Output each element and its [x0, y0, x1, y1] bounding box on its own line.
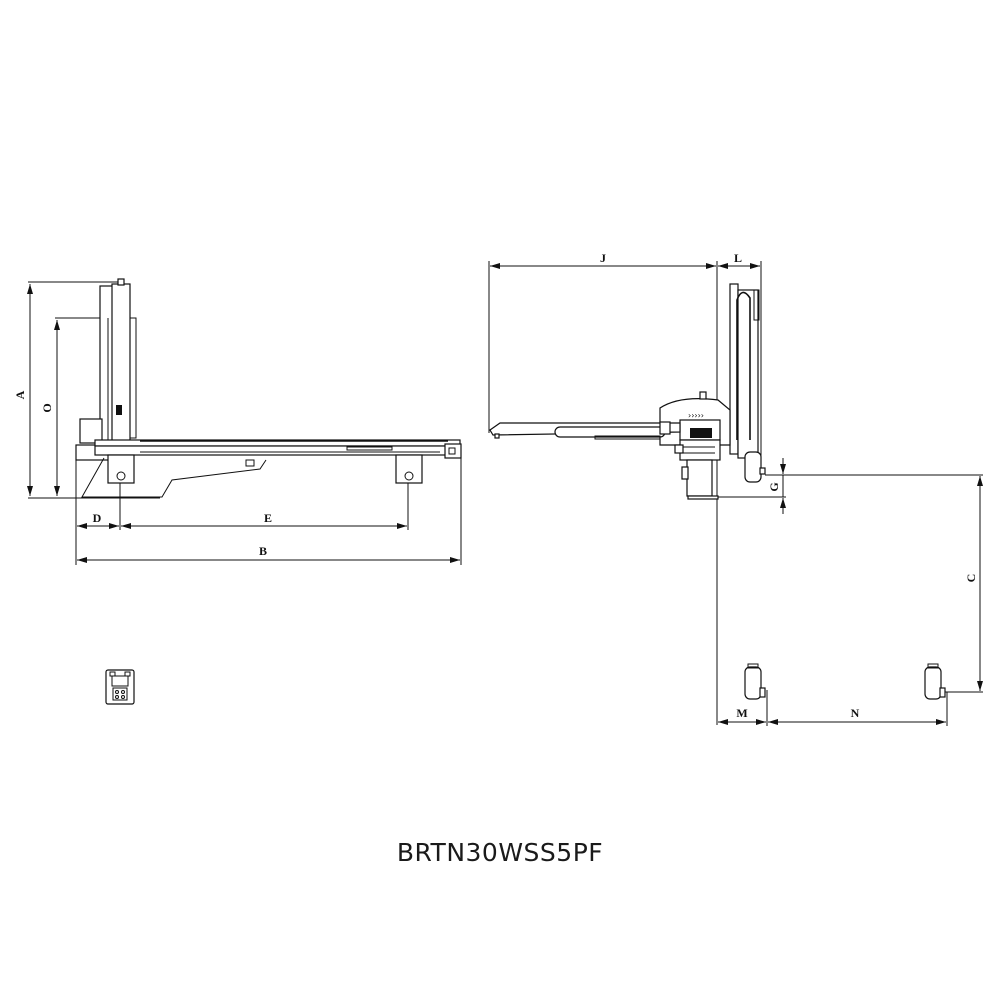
robot-side: ›››››: [489, 283, 766, 500]
model-title: BRTN30WSS5PF: [396, 838, 604, 867]
teach-pendant: [105, 669, 135, 705]
gripper-positions: [744, 663, 946, 700]
front-view: A O D E B: [13, 278, 462, 565]
label-c: C: [964, 574, 978, 583]
label-o: O: [40, 403, 54, 412]
label-m: M: [736, 706, 747, 720]
label-n: N: [851, 706, 860, 720]
label-l: L: [734, 251, 742, 265]
svg-text:›››››: ›››››: [688, 411, 704, 420]
label-g: G: [767, 482, 781, 491]
label-e: E: [264, 511, 272, 525]
label-a: A: [13, 390, 27, 399]
robot-front: [75, 278, 462, 498]
label-j: J: [600, 251, 606, 265]
label-b: B: [259, 544, 267, 558]
label-d: D: [93, 511, 102, 525]
side-view: J L G C M N ›››››: [488, 251, 983, 726]
